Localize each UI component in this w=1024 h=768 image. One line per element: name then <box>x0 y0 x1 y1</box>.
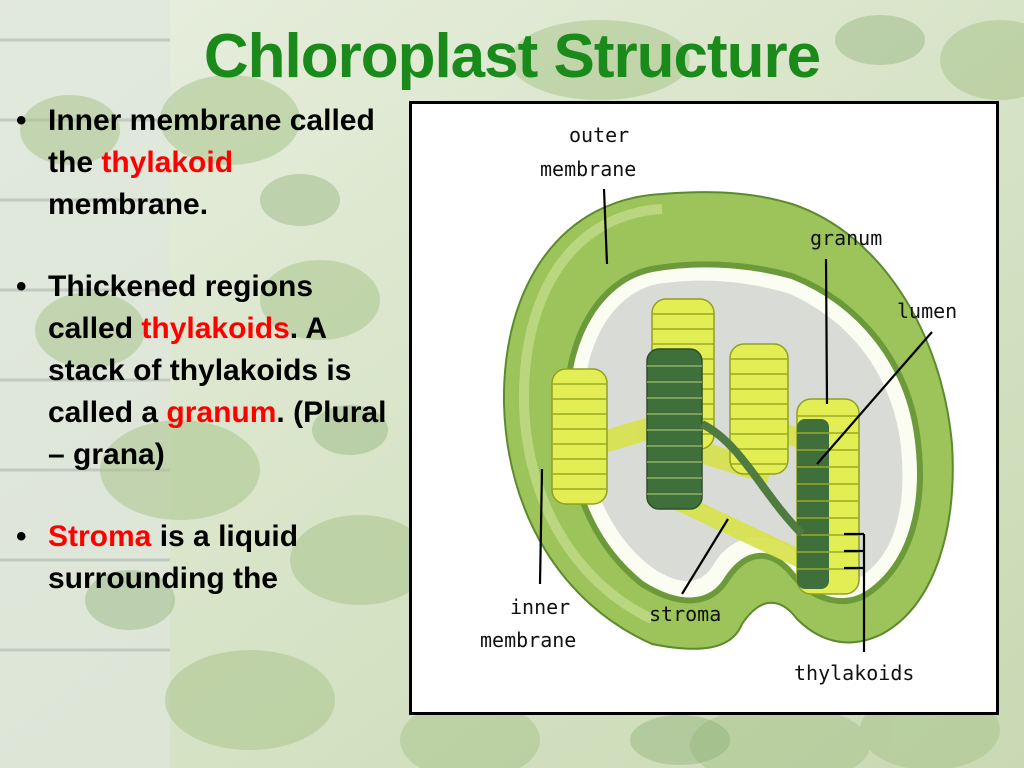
label-inner: inner <box>510 595 570 619</box>
highlight-term: thylakoids <box>141 312 290 345</box>
pointer-thylakoids <box>844 532 866 652</box>
bullet-marker: • <box>16 520 27 553</box>
bullet-marker: • <box>16 270 27 303</box>
bullet-text: Inner membrane called the <box>48 104 375 179</box>
bullet-item: • Inner membrane called the thylakoid me… <box>12 100 397 226</box>
bullet-text: Thickened regions called <box>48 270 314 345</box>
bullet-marker: • <box>16 104 27 137</box>
pointer-lumen <box>816 331 933 465</box>
chloroplast-illustration: outer membrane granum lumen inner membra… <box>480 123 957 685</box>
chloroplast-diagram: outer membrane granum lumen inner membra… <box>409 101 999 715</box>
granum-stack-right <box>796 398 860 595</box>
label-stroma: stroma <box>649 602 721 626</box>
outer-membrane-highlight <box>518 204 663 624</box>
bullet-text: membrane. <box>48 188 209 221</box>
label-outer: outer <box>569 123 629 147</box>
pointer-outer-membrane <box>602 188 609 265</box>
granum-stack-middle-right <box>729 343 789 475</box>
label-outer-membrane: membrane <box>540 157 636 181</box>
bullet-item: • Thickened regions called thylakoids. A… <box>12 266 397 476</box>
highlight-term: thylakoid <box>101 146 234 179</box>
granum-stack-cutaway <box>646 348 703 510</box>
bullet-list: • Inner membrane called the thylakoid me… <box>12 100 397 640</box>
bullet-text: . A stack of thylakoids is called a <box>48 312 352 429</box>
label-inner-membrane: membrane <box>480 628 576 652</box>
label-granum: granum <box>810 226 882 250</box>
pointer-stroma <box>681 518 729 595</box>
bullet-text: . (Plural – grana) <box>48 396 387 471</box>
lamella-connector <box>700 420 805 537</box>
pointer-granum <box>824 258 829 405</box>
bullet-text: is a liquid surrounding the <box>48 520 299 595</box>
pointer-inner-membrane <box>538 468 544 585</box>
highlight-term: granum <box>166 396 277 429</box>
slide-title: Chloroplast Structure <box>203 22 821 91</box>
label-lumen: lumen <box>897 299 957 323</box>
label-thylakoids: thylakoids <box>794 661 914 685</box>
bullet-item: • Stroma is a liquid surrounding the <box>12 516 397 600</box>
highlight-term: Stroma <box>48 520 152 553</box>
granum-stack-left <box>551 368 608 505</box>
